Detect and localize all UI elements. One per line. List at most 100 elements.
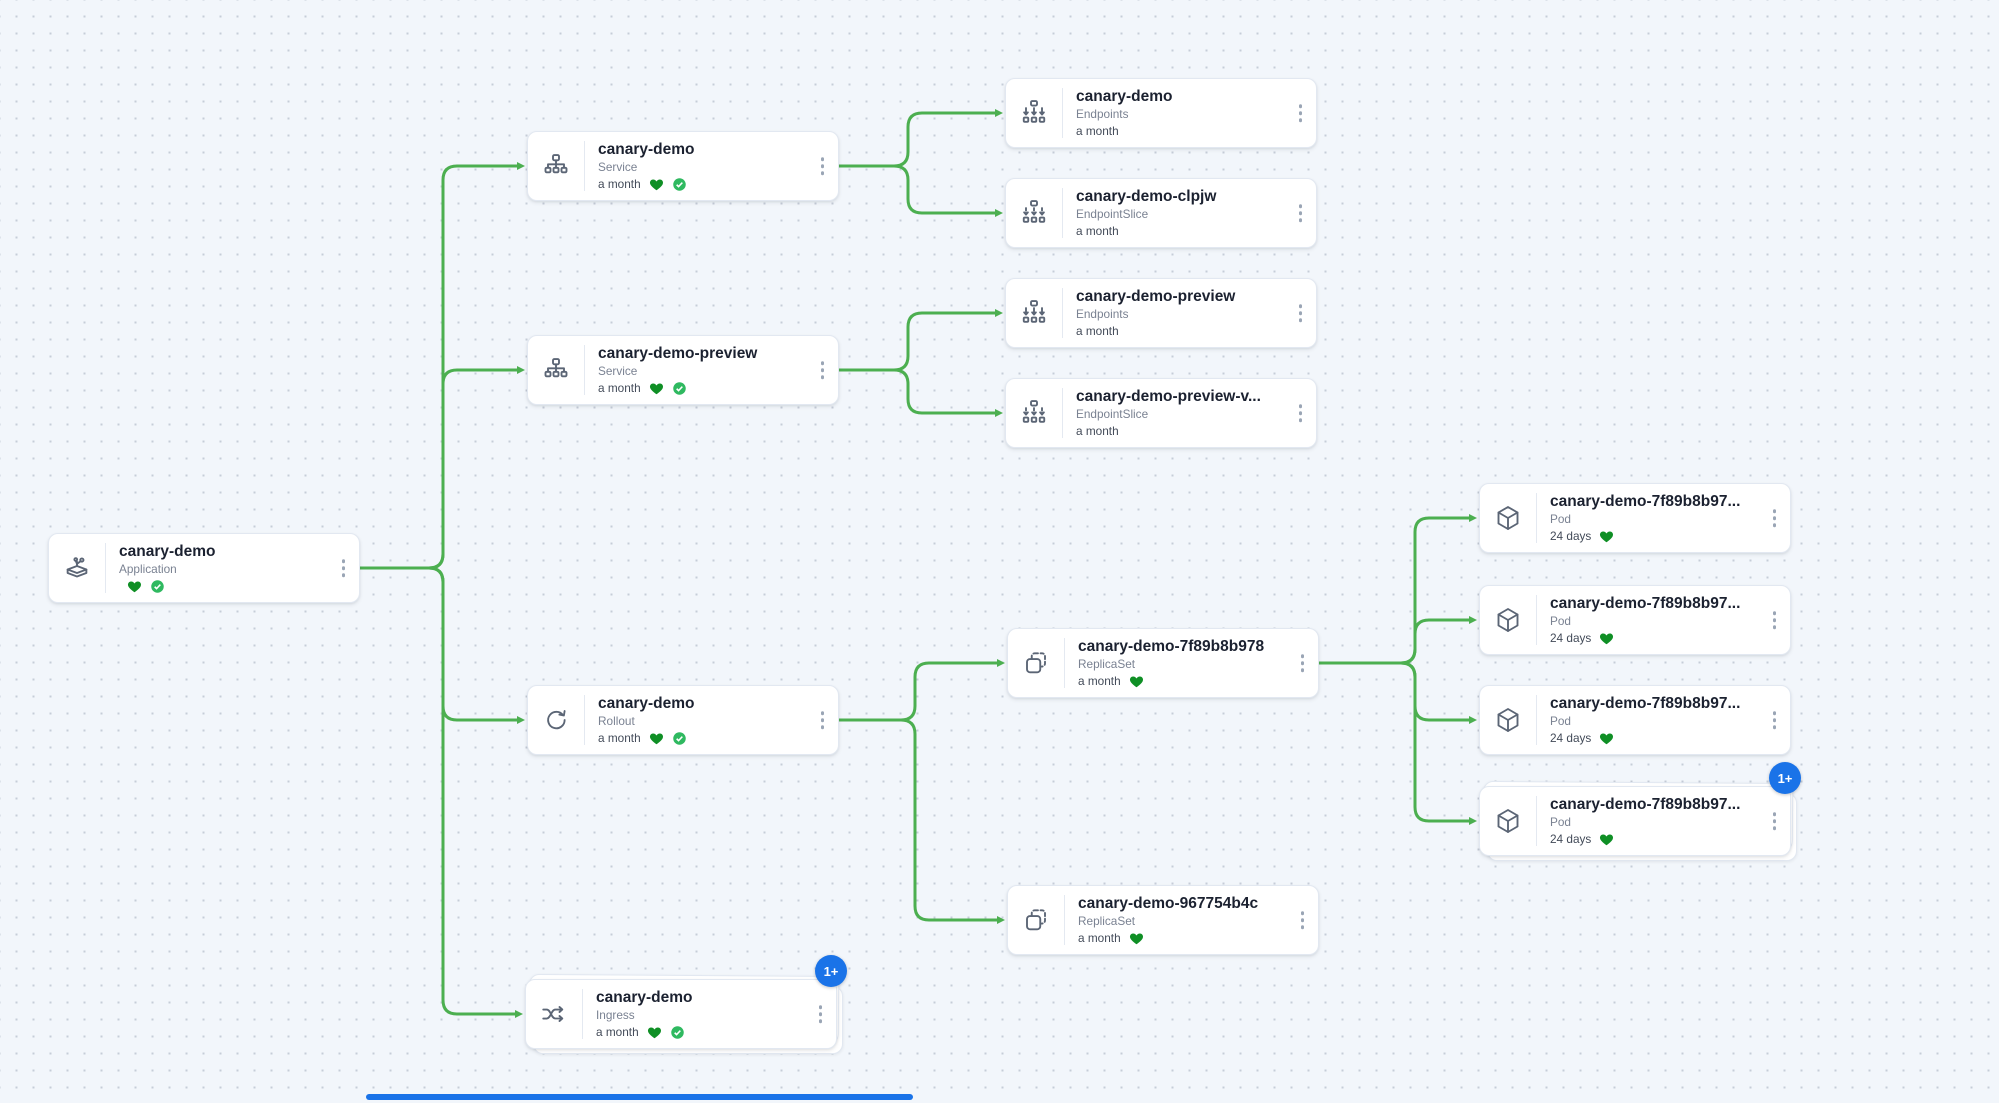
node-menu-button[interactable] [1769, 607, 1781, 633]
resource-node-eps[interactable]: canary-demo-clpjw EndpointSlice a month [1005, 178, 1317, 248]
card-divider [1064, 895, 1065, 945]
resource-kind: Pod [1550, 511, 1571, 526]
resource-node-ingress[interactable]: canary-demo Ingress a month 1+ [525, 955, 847, 1049]
card-divider [584, 695, 585, 745]
replicaset-icon [1008, 886, 1064, 954]
heart-health-icon [1599, 731, 1614, 746]
resource-node-ep_preview[interactable]: canary-demo-preview Endpoints a month [1005, 278, 1317, 348]
card-divider [1062, 288, 1063, 338]
horizontal-scrollbar[interactable] [366, 1094, 913, 1100]
resource-kind: EndpointSlice [1076, 206, 1149, 221]
resource-kind: Ingress [596, 1007, 635, 1022]
resource-age: 24 days [1550, 730, 1592, 745]
resource-kind: Pod [1550, 814, 1571, 829]
resource-age: 24 days [1550, 630, 1592, 645]
resource-name: canary-demo-preview [1076, 287, 1236, 305]
heart-health-icon [127, 579, 142, 594]
synced-check-icon [150, 579, 165, 594]
resource-name: canary-demo [596, 988, 693, 1006]
node-menu-button[interactable] [1295, 400, 1307, 426]
replicaset-icon [1008, 629, 1064, 697]
resource-name: canary-demo-preview [598, 344, 758, 362]
card-divider [1062, 188, 1063, 238]
node-menu-button[interactable] [817, 707, 829, 733]
resource-node-pod3[interactable]: canary-demo-7f89b8b97... Pod 24 days [1479, 685, 1791, 755]
heart-health-icon [649, 381, 664, 396]
heart-health-icon [1599, 529, 1614, 544]
endpoints-icon [1006, 279, 1062, 347]
pod-icon [1480, 586, 1536, 654]
resource-node-pod2[interactable]: canary-demo-7f89b8b97... Pod 24 days [1479, 585, 1791, 655]
resource-age: a month [1076, 323, 1119, 338]
resource-node-svc[interactable]: canary-demo Service a month [527, 131, 839, 201]
resource-age: a month [596, 1024, 639, 1039]
resource-age: 24 days [1550, 831, 1592, 846]
card-divider [1062, 88, 1063, 138]
node-menu-button[interactable] [1295, 100, 1307, 126]
resource-node-ep[interactable]: canary-demo Endpoints a month [1005, 78, 1317, 148]
resource-name: canary-demo [1076, 87, 1173, 105]
node-menu-button[interactable] [1297, 907, 1309, 933]
card-divider [105, 543, 106, 593]
synced-check-icon [670, 1025, 685, 1040]
card-divider [1062, 388, 1063, 438]
rollout-icon [528, 686, 584, 754]
node-menu-button[interactable] [1769, 505, 1781, 531]
card-divider [1536, 595, 1537, 645]
endpoints-icon [1006, 79, 1062, 147]
pod-icon [1480, 686, 1536, 754]
endpointslice-icon [1006, 179, 1062, 247]
more-items-badge[interactable]: 1+ [815, 955, 847, 987]
endpointslice-icon [1006, 379, 1062, 447]
node-menu-button[interactable] [1769, 707, 1781, 733]
resource-name: canary-demo-7f89b8b97... [1550, 594, 1741, 612]
card-divider [1536, 493, 1537, 543]
resource-name: canary-demo [598, 694, 695, 712]
resource-node-app[interactable]: canary-demo Application [48, 533, 360, 603]
resource-kind: Service [598, 363, 638, 378]
node-menu-button[interactable] [1297, 650, 1309, 676]
resource-node-svc_preview[interactable]: canary-demo-preview Service a month [527, 335, 839, 405]
resource-kind: Rollout [598, 713, 635, 728]
node-menu-button[interactable] [1295, 300, 1307, 326]
resource-kind: EndpointSlice [1076, 406, 1149, 421]
card-divider [584, 345, 585, 395]
resource-node-pod1[interactable]: canary-demo-7f89b8b97... Pod 24 days [1479, 483, 1791, 553]
resource-node-rollout[interactable]: canary-demo Rollout a month [527, 685, 839, 755]
resource-node-rs2[interactable]: canary-demo-967754b4c ReplicaSet a month [1007, 885, 1319, 955]
resource-node-eps_preview[interactable]: canary-demo-preview-v... EndpointSlice a… [1005, 378, 1317, 448]
heart-health-icon [1129, 931, 1144, 946]
node-menu-button[interactable] [817, 357, 829, 383]
pod-icon [1480, 484, 1536, 552]
resource-age: a month [598, 730, 641, 745]
resource-node-pod4[interactable]: canary-demo-7f89b8b97... Pod 24 days 1+ [1479, 762, 1801, 856]
node-menu-button[interactable] [338, 555, 350, 581]
resource-age: a month [598, 176, 641, 191]
more-items-badge[interactable]: 1+ [1769, 762, 1801, 794]
resource-name: canary-demo-clpjw [1076, 187, 1217, 205]
application-icon [49, 534, 105, 602]
node-menu-button[interactable] [1769, 808, 1781, 834]
resource-name: canary-demo-967754b4c [1078, 894, 1259, 912]
node-menu-button[interactable] [815, 1001, 827, 1027]
resource-name: canary-demo-preview-v... [1076, 387, 1261, 405]
resource-kind: Pod [1550, 613, 1571, 628]
resource-node-rs1[interactable]: canary-demo-7f89b8b978 ReplicaSet a mont… [1007, 628, 1319, 698]
resource-name: canary-demo [119, 542, 216, 560]
node-menu-button[interactable] [1295, 200, 1307, 226]
card-divider [582, 989, 583, 1039]
resource-kind: Pod [1550, 713, 1571, 728]
node-menu-button[interactable] [817, 153, 829, 179]
resource-age: a month [1078, 673, 1121, 688]
card-divider [584, 141, 585, 191]
resource-age: a month [1078, 930, 1121, 945]
resource-kind: ReplicaSet [1078, 656, 1136, 671]
resource-kind: Endpoints [1076, 106, 1129, 121]
card-divider [1536, 796, 1537, 846]
heart-health-icon [649, 731, 664, 746]
resource-kind: Endpoints [1076, 306, 1129, 321]
resource-name: canary-demo-7f89b8b97... [1550, 795, 1741, 813]
resource-kind: Application [119, 561, 177, 576]
resource-age: a month [598, 380, 641, 395]
